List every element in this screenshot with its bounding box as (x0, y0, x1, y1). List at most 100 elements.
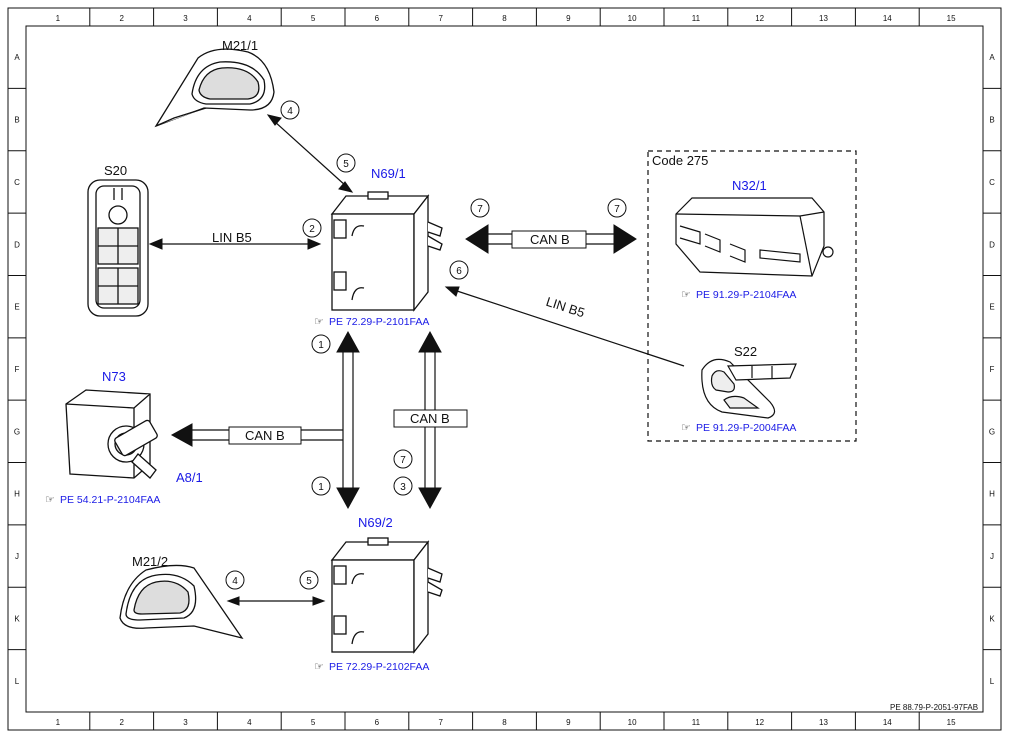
grid-col-label: 11 (692, 718, 701, 727)
circled-number-vert-right-bottom: 3 (393, 476, 413, 496)
switch-s22-drawing (701, 358, 797, 419)
grid-row-label: K (989, 614, 995, 623)
circled-number-vert-left-bottom: 1 (311, 476, 331, 496)
circled-number-text: 7 (614, 204, 620, 215)
grid-col-label: 4 (247, 718, 252, 727)
circled-number-text: 1 (318, 482, 324, 493)
circled-number-text: 4 (287, 106, 293, 117)
grid-row-label: E (14, 303, 19, 312)
pointing-hand-icon: ☞ (314, 316, 324, 328)
grid-col-label: 3 (183, 718, 188, 727)
mirror-m21-1-drawing (154, 48, 275, 128)
circled-number-text: 4 (232, 576, 238, 587)
bus-label-can-n73: CAN B (245, 428, 285, 443)
grid-row-label: H (989, 490, 995, 499)
grid-col-label: 4 (247, 14, 252, 23)
grid-col-label: 14 (883, 718, 892, 727)
grid-row-label: L (15, 677, 20, 686)
ref-n32-1-text[interactable]: PE 91.29-P-2104FAA (696, 289, 796, 301)
label-n73: N73 (102, 369, 126, 384)
pointing-hand-icon: ☞ (45, 494, 55, 506)
grid-col-label: 9 (566, 718, 571, 727)
switch-s20-drawing (87, 179, 149, 317)
bus-label-boxes (228, 230, 587, 445)
circled-number-text: 3 (400, 482, 406, 493)
ref-n69-1[interactable]: ☞ PE 72.29-P-2101FAA (314, 316, 429, 328)
circled-number-can-right: 7 (607, 198, 627, 218)
grid-row-label: J (15, 552, 19, 561)
grid-row-label: B (989, 116, 994, 125)
mirror-m21-2-drawing (119, 564, 244, 640)
grid-col-label: 13 (819, 14, 828, 23)
grid-col-label: 2 (119, 14, 124, 23)
module-n69-1-drawing (330, 191, 443, 312)
pointing-hand-icon: ☞ (314, 661, 324, 673)
ref-s22[interactable]: ☞ PE 91.29-P-2004FAA (681, 422, 796, 434)
circled-number-vert-left-top: 1 (311, 334, 331, 354)
grid-row-ticks (8, 87, 1001, 651)
circled-number-text: 7 (400, 455, 406, 466)
circled-number-m21-2-left: 4 (225, 570, 245, 590)
module-n69-2-drawing (330, 537, 443, 654)
grid-col-label: 5 (311, 14, 316, 23)
grid-col-label: 11 (692, 14, 701, 23)
label-n32-1: N32/1 (732, 178, 767, 193)
grid-row-label: H (14, 490, 20, 499)
references: ☞ PE 72.29-P-2101FAA ☞ PE 91.29-P-2104FA… (45, 289, 796, 673)
grid-col-label: 8 (502, 718, 507, 727)
ref-n69-2-text[interactable]: PE 72.29-P-2102FAA (329, 661, 429, 673)
grid-col-label: 6 (375, 718, 380, 727)
grid-row-label: F (15, 365, 20, 374)
label-m21-1: M21/1 (222, 38, 258, 53)
circled-number-text: 2 (309, 224, 315, 235)
grid-row-label: G (14, 427, 20, 436)
label-s22: S22 (734, 344, 757, 359)
grid-row-label: A (989, 53, 995, 62)
grid-row-label: D (989, 240, 995, 249)
label-s20: S20 (104, 163, 127, 178)
label-a8-1: A8/1 (176, 470, 203, 485)
circled-number-can-left: 7 (470, 198, 490, 218)
ref-n69-2[interactable]: ☞ PE 72.29-P-2102FAA (314, 661, 429, 673)
grid-col-label: 2 (119, 718, 124, 727)
grid-row-label: A (14, 53, 20, 62)
bus-label-can-n32: CAN B (530, 232, 570, 247)
ref-n73[interactable]: ☞ PE 54.21-P-2104FAA (45, 494, 160, 506)
bus-label-lin-s20: LIN B5 (212, 230, 252, 245)
label-n69-1: N69/1 (371, 166, 406, 181)
grid-col-label: 7 (438, 718, 443, 727)
circled-number-m21-1-arrow-bottom: 5 (336, 153, 356, 173)
grid-col-label: 1 (56, 718, 61, 727)
ref-s22-text[interactable]: PE 91.29-P-2004FAA (696, 422, 796, 434)
frame (7, 7, 1002, 731)
grid-col-label: 5 (311, 718, 316, 727)
grid-col-label: 9 (566, 14, 571, 23)
grid-row-label: D (14, 240, 20, 249)
pointing-hand-icon: ☞ (681, 422, 691, 434)
label-code-275: Code 275 (652, 153, 708, 168)
module-n32-1-drawing (675, 197, 834, 277)
ref-n69-1-text[interactable]: PE 72.29-P-2101FAA (329, 316, 429, 328)
grid-row-label: F (990, 365, 995, 374)
grid-column-ticks (89, 8, 920, 730)
grid-col-label: 7 (438, 14, 443, 23)
circled-number-m21-2-right: 5 (299, 570, 319, 590)
ref-n73-text[interactable]: PE 54.21-P-2104FAA (60, 494, 160, 506)
grid-row-label: C (14, 178, 20, 187)
grid-col-label: 10 (628, 14, 637, 23)
grid-row-label: L (990, 677, 995, 686)
grid-row-label: J (990, 552, 994, 561)
bus-label-lin-s22: LIN B5 (544, 294, 586, 321)
circled-number-text: 1 (318, 340, 324, 351)
grid-col-label: 10 (628, 718, 637, 727)
circled-number-m21-1-arrow-top: 4 (280, 100, 300, 120)
labels: M21/1 S20 N69/1 Code 275 N32/1 S22 N73 A… (102, 38, 767, 569)
ref-n32-1[interactable]: ☞ PE 91.29-P-2104FAA (681, 289, 796, 301)
connections (148, 114, 685, 606)
grid-col-label: 12 (755, 718, 764, 727)
